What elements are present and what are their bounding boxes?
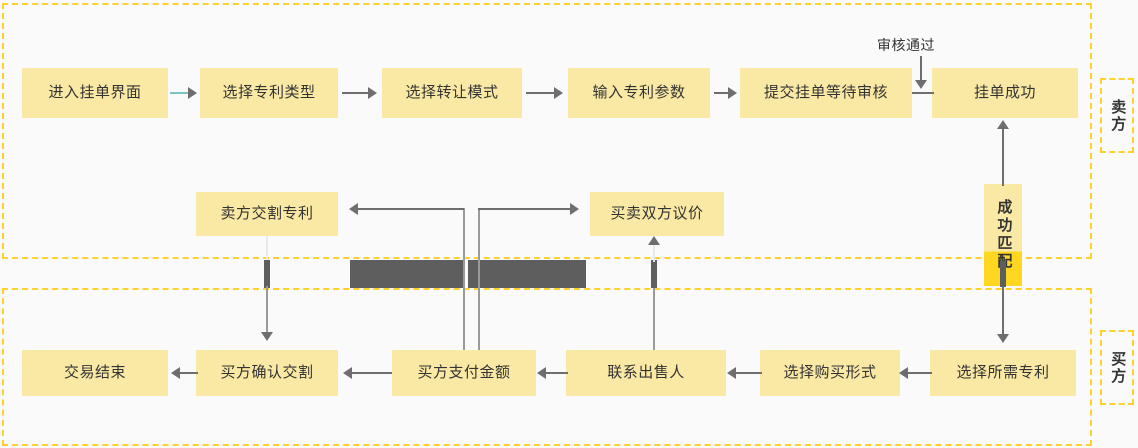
node-enter-listing-page[interactable]: 进入挂单界面 [22,68,168,118]
arrowhead-match-up [997,120,1009,129]
connector-s2-s3 [342,92,370,94]
node-select-transfer-mode[interactable]: 选择转让模式 [382,68,522,118]
gutter-bar-left [350,260,464,288]
arrowhead-m1-down [261,332,273,341]
node-buyer-pay-amount[interactable]: 买方支付金额 [392,350,536,396]
connector-b3-b2 [352,372,392,374]
edge-label-approved-text: 审核通过 [877,37,935,53]
node-successful-match[interactable]: 成功匹配 [984,184,1022,286]
node-label: 输入专利参数 [592,83,686,101]
node-buyer-confirm-delivery[interactable]: 买方确认交割 [196,350,338,396]
node-label: 提交挂单等待审核 [763,83,888,101]
connector-b4-b3 [546,372,568,374]
node-label: 进入挂单界面 [48,83,142,101]
gutter-bar-match [1000,261,1006,287]
node-label: 成功匹配 [995,199,1013,271]
arrowhead-match-down [997,334,1009,343]
lane-label-seller: 卖方 [1100,78,1134,153]
node-label: 买方确认交割 [220,363,314,381]
connector-m1-down-lower [266,286,268,334]
node-label: 买卖双方议价 [610,204,704,222]
connector-b3-up [463,208,465,350]
arrowhead-b3-to-m1 [349,203,358,215]
arrowhead-b5-b4 [727,367,736,379]
node-label: 卖方交割专利 [220,204,314,222]
node-submit-await-review[interactable]: 提交挂单等待审核 [740,68,912,118]
arrowhead-s2-s3 [368,87,377,99]
arrowhead-s1-s2 [188,87,197,99]
arrowhead-s4-s5 [728,87,737,99]
connector-b3-to-m1 [358,208,464,210]
arrowhead-b2-b1 [171,367,180,379]
connector-s4-s5 [714,92,730,94]
connector-approved-down [920,56,922,82]
connector-b4-direct-up-lower [653,286,655,350]
connector-b2-b1 [180,372,198,374]
lane-label-buyer-text: 买方 [1109,350,1127,385]
node-label: 选择专利类型 [222,83,316,101]
gutter-bar-right [468,260,586,288]
node-listing-success[interactable]: 挂单成功 [932,68,1078,118]
connector-s3-s4 [526,92,556,94]
node-label: 买方支付金额 [417,363,511,381]
node-label: 选择所需专利 [956,363,1050,381]
lane-seller [2,3,1092,259]
connector-b4-up [478,208,480,350]
node-input-patent-params[interactable]: 输入专利参数 [568,68,710,118]
connector-b6-b5 [908,372,932,374]
node-contact-seller[interactable]: 联系出售人 [566,350,726,396]
node-transaction-end[interactable]: 交易结束 [22,350,168,396]
gutter-bar-b4 [651,260,657,288]
connector-s1-s2 [170,92,190,94]
lane-label-buyer: 买方 [1100,330,1134,405]
connector-s5-s6 [912,92,934,94]
arrowhead-b4-direct-up [648,236,660,245]
node-price-negotiation[interactable]: 买卖双方议价 [590,192,724,236]
lane-buyer [2,288,1092,446]
node-seller-deliver-patent[interactable]: 卖方交割专利 [196,192,338,236]
node-select-purchase-form[interactable]: 选择购买形式 [760,350,900,396]
arrowhead-b3-b2 [343,367,352,379]
node-label: 联系出售人 [607,363,685,381]
connector-b4-to-m2 [478,208,572,210]
connector-match-down [1002,286,1004,336]
node-select-desired-patent[interactable]: 选择所需专利 [930,350,1076,396]
edge-label-approved: 审核通过 [877,35,935,55]
arrowhead-b6-b5 [899,367,908,379]
arrowhead-b4-to-m2 [570,203,579,215]
lane-label-seller-text: 卖方 [1109,98,1127,133]
node-label: 挂单成功 [973,83,1036,101]
connector-match-up [1002,128,1004,186]
arrowhead-s3-s4 [554,87,563,99]
connector-b4-direct-up-upper [653,244,655,262]
connector-b5-b4 [736,372,762,374]
node-select-patent-type[interactable]: 选择专利类型 [200,68,338,118]
node-label: 选择转让模式 [405,83,499,101]
arrowhead-b4-b3 [537,367,546,379]
connector-m1-down-upper [266,236,268,262]
node-label: 交易结束 [63,363,126,381]
arrowhead-approved-down [915,80,927,89]
node-label: 选择购买形式 [783,363,877,381]
gutter-bar-m1 [264,260,270,288]
